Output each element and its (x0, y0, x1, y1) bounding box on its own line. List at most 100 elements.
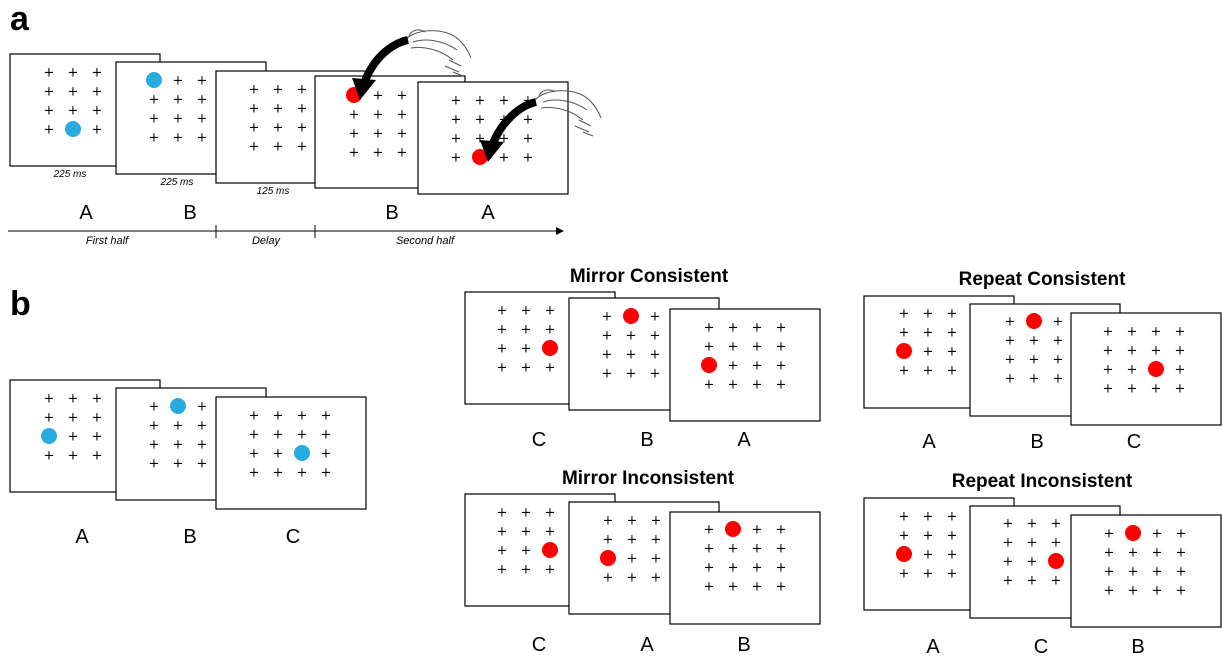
sequence-label: B (183, 202, 196, 224)
fixation-cross: + (923, 364, 934, 379)
fixation-cross: + (899, 364, 910, 379)
stimulus-screen: +++++++++++++++ (1070, 514, 1222, 628)
fixation-cross: + (497, 525, 508, 540)
fixation-cross: + (297, 428, 308, 443)
fixation-cross: + (397, 89, 408, 104)
fixation-cross: + (704, 542, 715, 557)
fixation-cross: + (197, 419, 208, 434)
fixation-cross: + (650, 367, 661, 382)
fixation-cross: + (475, 132, 486, 147)
fixation-cross: + (92, 123, 103, 138)
hand-icon (404, 29, 472, 77)
fixation-cross: + (197, 438, 208, 453)
fixation-cross: + (1103, 382, 1114, 397)
fixation-cross: + (1005, 315, 1016, 330)
fixation-cross: + (273, 428, 284, 443)
condition-title-repeat-consistent: Repeat Consistent (959, 269, 1126, 290)
panel-letter-b: b (10, 285, 31, 323)
fixation-cross: + (947, 510, 958, 525)
fixation-cross: + (947, 548, 958, 563)
sequence-label: A (75, 526, 89, 548)
fixation-cross: + (249, 140, 260, 155)
fixation-cross: + (728, 321, 739, 336)
duration-label: 225 ms (53, 169, 87, 180)
fixation-cross: + (44, 392, 55, 407)
fixation-cross: + (92, 66, 103, 81)
fixation-cross: + (173, 438, 184, 453)
fixation-cross: + (776, 580, 787, 595)
fixation-cross: + (627, 552, 638, 567)
fixation-cross: + (197, 74, 208, 89)
fixation-cross: + (947, 567, 958, 582)
fixation-cross: + (397, 127, 408, 142)
fixation-cross: + (197, 400, 208, 415)
fixation-cross: + (1005, 372, 1016, 387)
fixation-cross: + (149, 93, 160, 108)
fixation-cross: + (947, 326, 958, 341)
fixation-cross: + (627, 533, 638, 548)
fixation-cross: + (68, 430, 79, 445)
condition-title-repeat-inconsistent: Repeat Inconsistent (952, 471, 1133, 492)
fixation-cross: + (273, 121, 284, 136)
fixation-cross: + (776, 523, 787, 538)
fixation-cross: + (521, 544, 532, 559)
fixation-cross: + (44, 449, 55, 464)
fixation-cross: + (752, 378, 763, 393)
fixation-cross: + (349, 146, 360, 161)
response-dot (600, 550, 616, 566)
fixation-cross: + (1104, 565, 1115, 580)
fixation-cross: + (521, 506, 532, 521)
fixation-cross: + (947, 345, 958, 360)
condition-label: B (737, 634, 750, 656)
fixation-cross: + (321, 447, 332, 462)
fixation-cross: + (1053, 353, 1064, 368)
fixation-cross: + (1104, 527, 1115, 542)
fixation-cross: + (273, 409, 284, 424)
fixation-cross: + (728, 580, 739, 595)
fixation-cross: + (947, 307, 958, 322)
condition-title-mirror-consistent: Mirror Consistent (570, 266, 729, 287)
fixation-cross: + (626, 367, 637, 382)
fixation-cross: + (1127, 325, 1138, 340)
fixation-cross: + (650, 310, 661, 325)
fixation-cross: + (499, 94, 510, 109)
fixation-cross: + (521, 563, 532, 578)
fixation-cross: + (92, 449, 103, 464)
fixation-cross: + (1003, 536, 1014, 551)
condition-label: C (1034, 636, 1048, 657)
fixation-cross: + (44, 85, 55, 100)
fixation-cross: + (1127, 382, 1138, 397)
fixation-cross: + (68, 449, 79, 464)
fixation-cross: + (1128, 584, 1139, 599)
fixation-cross: + (602, 310, 613, 325)
fixation-cross: + (1152, 565, 1163, 580)
fixation-cross: + (1104, 584, 1115, 599)
fixation-cross: + (704, 321, 715, 336)
fixation-cross: + (523, 151, 534, 166)
fixation-cross: + (545, 525, 556, 540)
fixation-cross: + (1152, 546, 1163, 561)
fixation-cross: + (752, 542, 763, 557)
fixation-cross: + (752, 359, 763, 374)
fixation-cross: + (349, 108, 360, 123)
fixation-cross: + (273, 102, 284, 117)
fixation-cross: + (44, 66, 55, 81)
fixation-cross: + (197, 457, 208, 472)
fixation-cross: + (923, 510, 934, 525)
fixation-cross: + (752, 523, 763, 538)
stimulus-screen: +++++++++++++++ (1070, 312, 1222, 426)
phase-label-first-half: First half (86, 235, 129, 247)
fixation-cross: + (92, 430, 103, 445)
fixation-cross: + (92, 104, 103, 119)
fixation-cross: + (1051, 517, 1062, 532)
response-dot (701, 357, 717, 373)
fixation-cross: + (499, 151, 510, 166)
fixation-cross: + (1152, 584, 1163, 599)
fixation-cross: + (149, 419, 160, 434)
fixation-cross: + (92, 411, 103, 426)
fixation-cross: + (899, 307, 910, 322)
fixation-cross: + (397, 108, 408, 123)
fixation-cross: + (475, 94, 486, 109)
fixation-cross: + (923, 529, 934, 544)
